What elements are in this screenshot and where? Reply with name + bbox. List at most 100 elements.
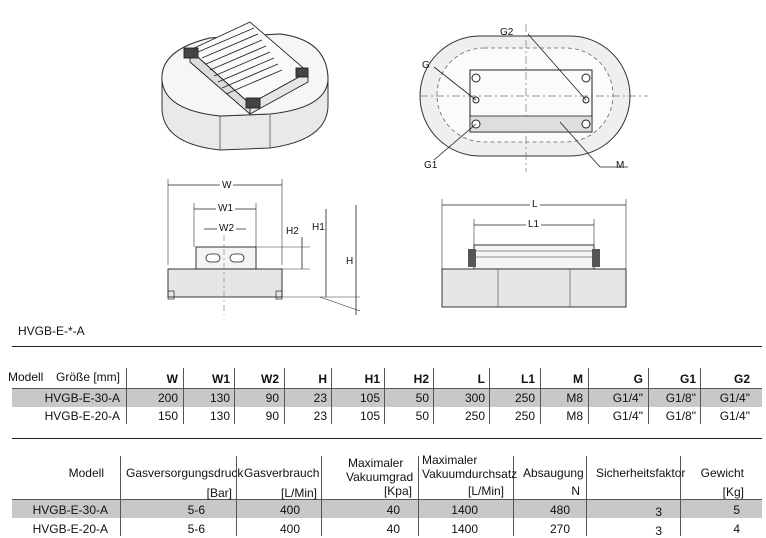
label-h: H xyxy=(346,256,354,267)
table2-header-durchsatz-unit: [L/Min] xyxy=(467,484,504,498)
table2-header-druck-unit: [Bar] xyxy=(206,486,232,500)
table2-value-cell: 40 xyxy=(386,503,400,517)
table2-value-cell: 3 xyxy=(655,505,662,519)
table1-col-header: M xyxy=(573,372,583,386)
table2-header-gewicht: Gewicht xyxy=(700,466,744,480)
t2-sep xyxy=(418,456,419,536)
table2-row-shade xyxy=(12,500,762,518)
table1-model-cell: HVGB-E-30-A xyxy=(44,391,120,405)
table1-value-cell: 90 xyxy=(265,391,279,405)
t1-sep xyxy=(384,368,385,424)
table2-header-vakuumgrad-unit: [Kpa] xyxy=(383,484,412,498)
table2-value-cell: 40 xyxy=(386,522,400,536)
table2-value-cell: 5 xyxy=(733,503,740,517)
table2-header-durchsatz-1: Maximaler xyxy=(422,453,478,467)
table1-value-cell: 23 xyxy=(313,409,327,423)
table1-value-cell: 23 xyxy=(313,391,327,405)
table1-value-cell: G1/4" xyxy=(719,409,750,423)
t2-sep xyxy=(680,456,681,536)
table2-header-durchsatz-2: Vakuumdurchsatz xyxy=(422,467,518,481)
table2-value-cell: 4 xyxy=(733,522,740,536)
table2-header-vakuumgrad-2: Vakuumgrad xyxy=(346,470,414,484)
isometric-product-view xyxy=(161,21,329,151)
table1-value-cell: 50 xyxy=(415,409,429,423)
label-l: L xyxy=(530,199,540,210)
table2-header-absaugung: Absaugung xyxy=(523,466,584,480)
t2-sep xyxy=(120,456,121,536)
t1-sep xyxy=(700,368,701,424)
table1-value-cell: 250 xyxy=(514,391,535,405)
table2-header-verbrauch-unit: [L/Min] xyxy=(280,486,317,500)
t1-sep xyxy=(648,368,649,424)
table2-value-cell: 270 xyxy=(549,522,570,536)
label-g2: G2 xyxy=(500,27,514,38)
table1-col-header: G xyxy=(633,372,643,386)
top-view-drawing xyxy=(419,24,648,172)
label-w2: W2 xyxy=(217,223,236,234)
label-w: W xyxy=(220,180,234,191)
table2-model-cell: HVGB-E-20-A xyxy=(32,522,108,536)
label-l1: L1 xyxy=(526,219,542,230)
table1-col-header: W1 xyxy=(212,372,230,386)
table1-col-header: H1 xyxy=(364,372,380,386)
table2-header-modell: Modell xyxy=(68,466,104,480)
table2-top-rule xyxy=(12,438,762,439)
table1-value-cell: G1/4" xyxy=(719,391,750,405)
table2-value-cell: 400 xyxy=(279,522,300,536)
t1-sep xyxy=(183,368,184,424)
t1-header-rule xyxy=(12,388,762,389)
t2-header-rule xyxy=(12,499,762,500)
table2-value-cell: 480 xyxy=(549,503,570,517)
table1-value-cell: 250 xyxy=(464,409,485,423)
table1-value-cell: 130 xyxy=(209,391,230,405)
table1-value-cell: 200 xyxy=(157,391,178,405)
t1-sep xyxy=(331,368,332,424)
t2-sep xyxy=(586,456,587,536)
table1-model-cell: HVGB-E-20-A xyxy=(44,409,120,423)
label-m: M xyxy=(616,160,625,171)
table1-value-cell: 105 xyxy=(359,409,380,423)
t1-sep xyxy=(126,368,127,424)
t1-sep xyxy=(284,368,285,424)
table2-model-cell: HVGB-E-30-A xyxy=(32,503,108,517)
table1-col-header: W2 xyxy=(261,372,279,386)
table1-value-cell: G1/8" xyxy=(665,409,696,423)
table1-col-header: G2 xyxy=(733,372,750,386)
label-g: G xyxy=(422,60,430,71)
table2-value-cell: 1400 xyxy=(451,522,478,536)
t1-sep xyxy=(433,368,434,424)
label-h1: H1 xyxy=(312,222,325,233)
table1-col-header: H2 xyxy=(413,372,429,386)
table1-value-cell: G1/4" xyxy=(612,409,643,423)
table1-col-header: H xyxy=(318,372,327,386)
t1-sep xyxy=(234,368,235,424)
table1-value-cell: G1/4" xyxy=(612,391,643,405)
table1-value-cell: 50 xyxy=(415,391,429,405)
table1-col-header: G1 xyxy=(679,372,696,386)
t1-sep xyxy=(540,368,541,424)
table2-value-cell: 400 xyxy=(279,503,300,517)
table2-value-cell: 3 xyxy=(655,524,662,538)
table1-col-header: W xyxy=(166,372,178,386)
t2-sep xyxy=(321,456,322,536)
table2-header-sicherheit: Sicherheitsfaktor xyxy=(596,466,686,480)
table1-value-cell: 130 xyxy=(209,409,230,423)
table1-size-header: Größe [mm] xyxy=(56,370,121,384)
table1-value-cell: M8 xyxy=(566,409,583,423)
t1-sep xyxy=(588,368,589,424)
table1-col-header: L1 xyxy=(520,372,535,386)
table1-row-shade xyxy=(12,389,762,407)
table1-value-cell: G1/8" xyxy=(665,391,696,405)
t1-sep xyxy=(489,368,490,424)
side-view-width xyxy=(167,179,361,315)
table2-header-vakuumgrad-1: Maximaler xyxy=(348,456,404,470)
table1-value-cell: 300 xyxy=(464,391,485,405)
t2-sep xyxy=(513,456,514,536)
table1-value-cell: 150 xyxy=(157,409,178,423)
label-g1: G1 xyxy=(424,160,438,171)
table2-value-cell: 5-6 xyxy=(187,503,205,517)
table2-header-verbrauch: Gasverbrauch xyxy=(244,466,320,480)
table2-header-druck: Gasversorgungsdruck xyxy=(126,466,244,480)
table1-value-cell: 105 xyxy=(359,391,380,405)
table1-value-cell: 90 xyxy=(265,409,279,423)
